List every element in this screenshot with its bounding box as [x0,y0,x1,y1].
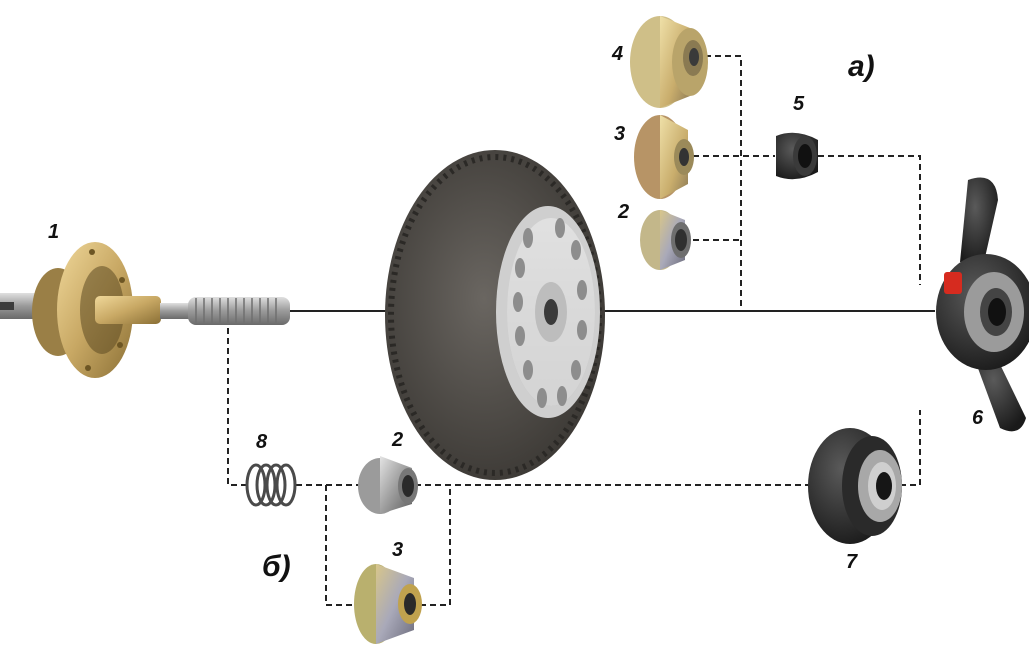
hub-sleeve [95,296,161,324]
balancer-hub-shaft [0,242,290,378]
part-labels: 1 4 3 2 5 6 7 8 2 3 а) б) [48,43,984,583]
flange-bolt-hole [85,365,91,371]
label-cone-medium-3a: 3 [614,123,625,145]
shaft-to-spring-link [227,318,246,486]
label-cone-large-4: 4 [611,43,623,65]
label-cone-small-2b: 2 [391,429,403,451]
spring-8 [245,463,297,507]
label-spring-8: 8 [256,431,268,453]
label-cone-small-2a: 2 [617,201,629,223]
flange-bolt-hole [117,342,123,348]
shaft-neck [160,303,190,319]
label-group-a: а) [848,50,875,83]
cone-medium-3a [634,115,694,199]
label-wing-nut-6: 6 [972,407,984,429]
label-hub: 1 [48,221,59,243]
red-release-button [944,272,962,294]
threaded-shaft [188,297,290,325]
label-spacer-cup-5: 5 [793,93,805,115]
label-cone-medium-3b: 3 [392,539,403,561]
cone-small-2a [640,210,691,270]
quick-release-wing-nut [936,177,1029,432]
label-pressure-cup-7: 7 [846,551,858,573]
label-group-b: б) [262,550,291,583]
rim-center-bore [544,299,558,325]
cone-large-4 [630,16,708,108]
cone-small-2b [358,456,418,514]
wheel-tire [385,150,605,480]
cone-medium-3b [354,564,422,644]
flange-bolt-hole [89,249,95,255]
pressure-cup-7 [808,428,902,544]
cup-to-nut-link [900,410,921,486]
wing-top [960,177,998,262]
cone-4-link [695,55,742,311]
cone-3b-loop-left [325,485,358,606]
flange-bolt-hole [119,277,125,283]
wing-bottom [972,352,1026,432]
cone-3b-loop-right [420,485,451,606]
shaft-core [0,302,14,310]
spacer-cup-5 [776,132,818,180]
rim-vent-holes [513,218,587,408]
spacer-to-nut-link [818,155,921,285]
